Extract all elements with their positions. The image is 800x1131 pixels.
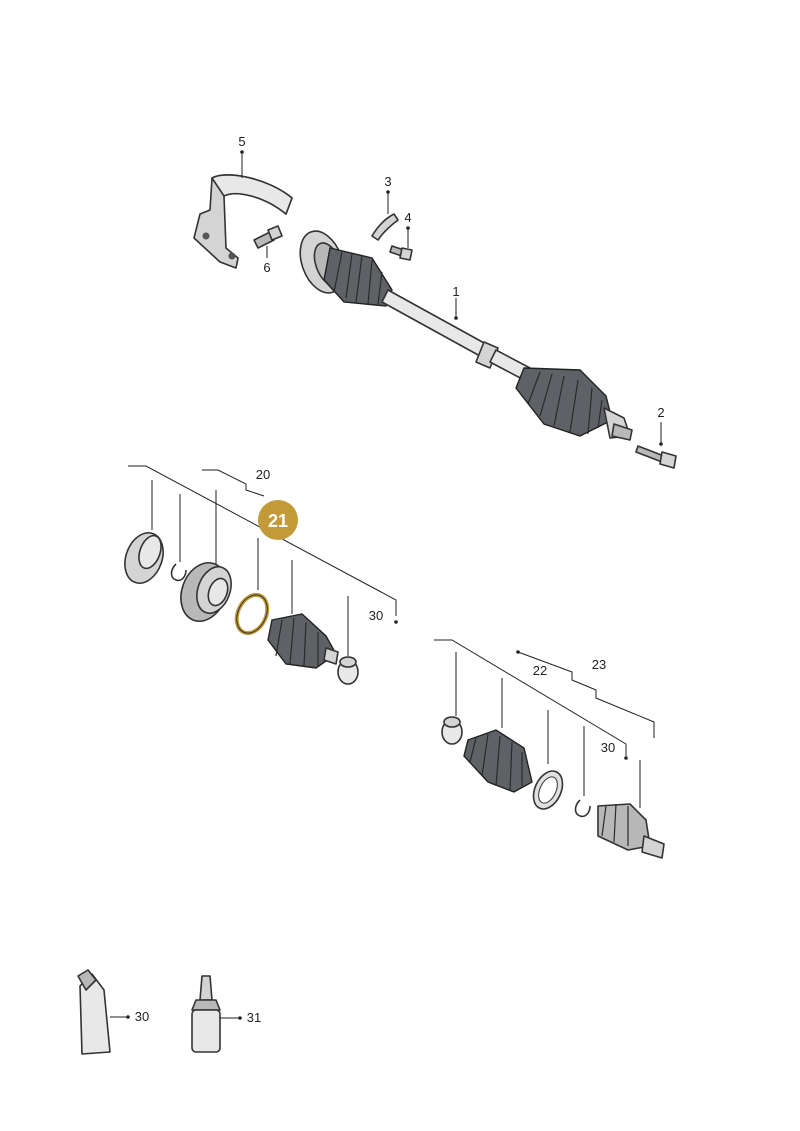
bolt-part-4[interactable] <box>389 245 413 261</box>
callout-3[interactable]: 3 <box>384 174 391 189</box>
joint-flange[interactable] <box>173 556 237 627</box>
callout-4[interactable]: 4 <box>404 210 411 225</box>
callout-30-bottom[interactable]: 30 <box>135 1009 149 1024</box>
boot-clamp-part-21[interactable] <box>231 590 273 638</box>
drive-shaft-part-1[interactable] <box>292 225 633 441</box>
lock-plate-part-3[interactable] <box>371 213 399 241</box>
callout-20[interactable]: 20 <box>256 467 270 482</box>
boot-clamp-ring[interactable] <box>528 766 568 813</box>
sealant-bottle-part-31[interactable] <box>191 975 221 1053</box>
circlip-right[interactable] <box>574 799 591 818</box>
heat-shield-part-5[interactable] <box>193 174 293 269</box>
outer-cv-joint[interactable] <box>597 803 665 859</box>
callout-2[interactable]: 2 <box>657 405 664 420</box>
callout-6[interactable]: 6 <box>263 260 270 275</box>
dust-cover[interactable] <box>118 527 170 588</box>
callout-5[interactable]: 5 <box>238 134 245 149</box>
callout-22[interactable]: 22 <box>533 663 547 678</box>
callout-30-left[interactable]: 30 <box>369 608 383 623</box>
callout-31[interactable]: 31 <box>247 1010 261 1025</box>
circlip-left[interactable] <box>170 563 187 582</box>
callout-21-badge[interactable]: 21 <box>258 500 298 540</box>
callout-23[interactable]: 23 <box>592 657 606 672</box>
hub-bolt-part-2[interactable] <box>635 445 677 469</box>
callout-30-right[interactable]: 30 <box>601 740 615 755</box>
bolt-part-6[interactable] <box>253 225 283 249</box>
grease-tube-part-30[interactable] <box>77 969 111 1055</box>
small-clamp-right[interactable] <box>441 716 463 745</box>
callout-1[interactable]: 1 <box>452 284 459 299</box>
callout-21[interactable]: 21 <box>268 511 288 531</box>
small-clamp-left[interactable] <box>337 656 359 685</box>
inner-boot[interactable] <box>267 613 339 669</box>
outer-boot[interactable] <box>463 729 533 793</box>
